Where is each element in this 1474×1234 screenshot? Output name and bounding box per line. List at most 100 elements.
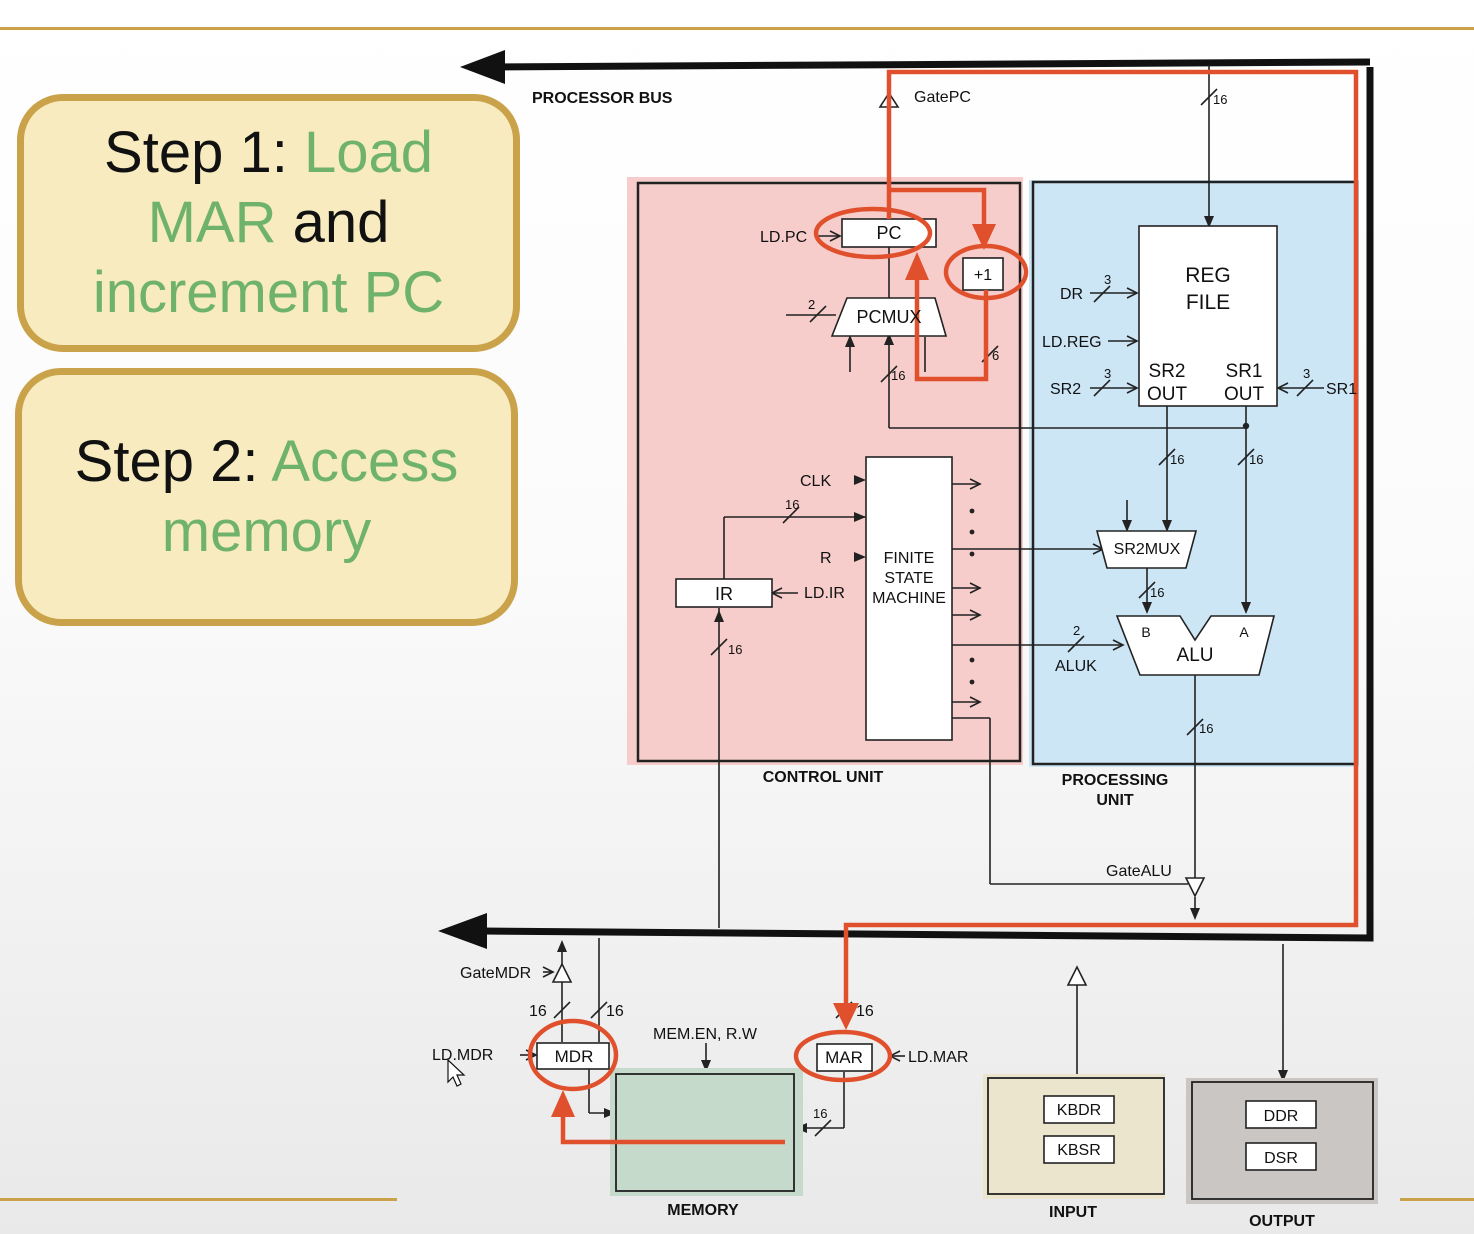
label-width-ir-in: 16 [728,642,742,657]
label-ld-reg: LD.REG [1042,334,1102,351]
label-output: OUTPUT [1249,1213,1315,1230]
bus-arrowhead-top [460,50,505,84]
label-r: R [820,550,832,567]
label-unit: UNIT [1096,792,1134,809]
incrementer-box [962,257,1004,291]
output-block [1191,1081,1374,1200]
fsm-output-dots [969,422,1250,685]
bottom-divider-right [1400,1198,1474,1201]
kbsr-register [1043,1135,1115,1164]
bus-arrowhead-bottom [438,913,487,949]
label-dsr: DSR [1264,1150,1298,1167]
label-ld-mdr: LD.MDR [432,1047,493,1064]
label-alu-b: B [1141,624,1150,640]
label-state: STATE [884,570,933,587]
label-gate-mdr: GateMDR [460,965,531,982]
label-ld-ir: LD.IR [804,585,845,602]
gate-alu-tristate [1184,877,1206,898]
label-alu: ALU [1177,645,1214,666]
label-width-mar-in: 16 [856,1003,874,1020]
label-dr: DR [1060,286,1083,303]
input-block [987,1077,1165,1195]
highlighted-path [527,69,1359,1145]
diagram-labels: PROCESSOR BUS GatePC 16 LD.PC PC +1 PCMU… [432,89,1357,1230]
label-ir: IR [715,584,733,604]
step2-prefix: Step 2: [74,429,272,494]
label-sr2-in: SR2 [1050,381,1081,398]
label-input: INPUT [1049,1204,1097,1221]
bottom-divider-left [0,1198,397,1201]
label-sr2-out-bottom: OUT [1147,384,1188,405]
label-width-alu-out: 16 [1199,721,1213,736]
step2-access: Access [271,429,459,494]
label-processor-bus: PROCESSOR BUS [532,90,673,107]
label-width-pcmux-in: 16 [891,368,905,383]
label-finite: FINITE [884,550,935,567]
label-reg: REG [1185,264,1231,287]
label-sr1-in: SR1 [1326,381,1357,398]
highlighted-path-arrowheads [551,224,996,1117]
processor-bus [479,58,1374,942]
label-width-aluk: 2 [1073,623,1080,638]
label-mem-en-rw: MEM.EN, R.W [653,1026,758,1043]
label-memory: MEMORY [667,1202,739,1219]
label-clk: CLK [800,473,831,490]
gate-input-tristate [1066,965,1088,986]
label-width-dr: 3 [1104,272,1111,287]
ir-register [675,578,773,608]
control-unit-border [636,181,1022,763]
wire-arrowheads [557,216,1288,1133]
label-gate-alu: GateALU [1106,863,1172,880]
step1-text: Step 1: Load MAR and increment PC [93,118,444,328]
label-width-sr1out: 16 [1249,452,1263,467]
label-sr2mux: SR2MUX [1114,541,1181,558]
label-control-unit: CONTROL UNIT [763,769,884,786]
register-file [1138,225,1278,407]
label-plus1: +1 [974,267,992,284]
label-sr2-out-top: SR2 [1149,361,1186,382]
mouse-pointer-icon [447,1058,466,1087]
label-ld-pc: LD.PC [760,229,807,246]
label-mdr: MDR [555,1047,594,1066]
label-pcmux: PCMUX [856,307,921,327]
label-sr1-out-top: SR1 [1226,361,1263,382]
label-width-mdr-out: 16 [529,1003,547,1020]
label-mar: MAR [825,1048,863,1067]
label-width-sr2mux-out: 16 [1150,585,1164,600]
label-processing: PROCESSING [1062,772,1169,789]
step2-memory: memory [161,499,372,564]
ddr-register [1245,1100,1317,1129]
step1-box: Step 1: Load MAR and increment PC [17,94,520,352]
memory-block [615,1073,795,1192]
label-width-regfile-in: 16 [1213,92,1227,107]
label-width-mdr-in: 16 [606,1003,624,1020]
label-width-mar-out: 16 [813,1106,827,1121]
label-sr1-out-bottom: OUT [1224,384,1265,405]
memory-region [610,1068,803,1196]
label-aluk: ALUK [1055,658,1097,675]
label-pc: PC [876,223,901,243]
label-width-sr2out: 16 [1170,452,1184,467]
step2-box: Step 2: Access memory [15,368,518,626]
step1-and: and [276,190,390,255]
sr2mux-block [1095,530,1198,569]
pc-register [841,218,937,248]
label-kbsr: KBSR [1057,1142,1101,1159]
output-region [1186,1078,1378,1204]
step1-prefix: Step 1: [104,120,304,185]
top-divider [0,27,1474,30]
label-width-incrementer: 6 [992,348,999,363]
label-width-ir-fsm: 16 [785,497,799,512]
dsr-register [1245,1142,1317,1171]
step2-text: Step 2: Access memory [75,427,459,567]
control-unit-region [627,177,1023,765]
label-width-sr1: 3 [1303,366,1310,381]
label-width-pcmux-sel: 2 [808,297,815,312]
finite-state-machine [865,456,953,741]
label-alu-a: A [1239,624,1249,640]
label-width-sr2: 3 [1104,366,1111,381]
control-signal-arrows [520,230,1324,1062]
label-ld-mar: LD.MAR [908,1049,968,1066]
step1-increment: increment PC [92,260,445,325]
